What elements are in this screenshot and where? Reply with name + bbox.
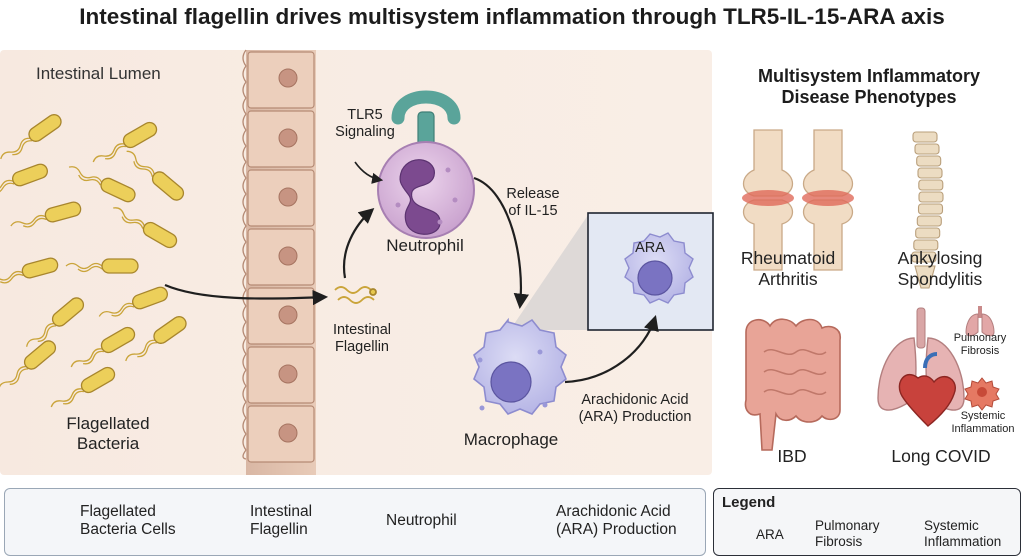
sacrum xyxy=(914,265,936,289)
legend-title: Legend xyxy=(722,494,776,511)
ara-inset-box xyxy=(587,212,714,331)
bacterium xyxy=(10,201,82,228)
ankylosing-spondylitis-spine-icon xyxy=(911,131,944,289)
arrow-flagellin-to-neutrophil xyxy=(342,207,375,279)
arrow-bacteria-to-flagellin xyxy=(164,283,329,306)
tlr5-signaling-label: TLR5 Signaling xyxy=(335,107,395,141)
bacterium xyxy=(126,150,185,201)
neutrophil-cell-icon xyxy=(377,141,475,239)
bacterium xyxy=(0,163,48,194)
flagellated-bacteria-group xyxy=(0,114,187,408)
right-legend xyxy=(713,488,1021,556)
bacterium xyxy=(113,207,178,249)
intestinal-flagellin-icon xyxy=(334,286,377,304)
vertebra xyxy=(918,191,944,203)
bacterium xyxy=(68,166,136,203)
vertebra xyxy=(914,143,940,155)
ara-zoom-cone xyxy=(510,215,588,330)
arrow-macrophage-to-ara xyxy=(564,315,659,384)
vertebra xyxy=(911,251,937,263)
phenotype-rheumatoid-arthritis: Rheumatoid Arthritis xyxy=(740,248,836,289)
macrophage-cell-icon xyxy=(473,317,567,415)
pulmonary-fibrosis-small-icon xyxy=(965,306,995,337)
ara-inset-label: ARA xyxy=(635,240,665,256)
vertebra xyxy=(917,203,944,215)
phenotypes-heading: Multisystem Inflammatory Disease Phenoty… xyxy=(757,66,981,108)
il15-release-label: Release of IL-15 xyxy=(506,186,560,220)
systemic-inflammation-small-icon xyxy=(964,377,1000,411)
arrow-tlr5-to-neutrophil xyxy=(354,161,384,184)
phenotype-ankylosing-spondylitis: Ankylosing Spondylitis xyxy=(897,248,983,289)
bacterium xyxy=(92,121,158,163)
vertebra xyxy=(915,227,941,239)
bacterium xyxy=(98,286,168,317)
bacterium xyxy=(65,258,139,274)
ara-production-label: Arachidonic Acid (ARA) Production xyxy=(578,392,692,426)
legend-ara-label: ARA xyxy=(756,527,784,542)
legend-neutrophil-label: Neutrophil xyxy=(386,512,457,529)
bacterium xyxy=(70,326,136,368)
diagram-title: Intestinal flagellin drives multisystem … xyxy=(79,4,945,29)
vertebra xyxy=(917,167,943,179)
phenotype-long-covid: Long COVID xyxy=(891,446,991,466)
arrow-neutrophil-to-macrophage xyxy=(473,176,529,310)
legend-flagellin-label: Intestinal Flagellin xyxy=(250,503,313,538)
bacterium xyxy=(50,366,116,408)
vertebra xyxy=(913,239,939,251)
vertebra xyxy=(916,215,942,227)
legend-bacteria-label: Flagellated Bacteria Cells xyxy=(80,503,176,538)
pulmonary-fibrosis-sub-label: Pulmonary Fibrosis xyxy=(953,332,1007,357)
vertebra xyxy=(912,131,938,143)
intestinal-lumen-label: Intestinal Lumen xyxy=(36,64,161,83)
legend-pulmonary-label: Pulmonary Fibrosis xyxy=(815,518,880,549)
bottom-legend xyxy=(4,488,706,556)
legend-ara-production-label: Arachidonic Acid (ARA) Production xyxy=(556,503,677,538)
flagellated-bacteria-label: Flagellated Bacteria xyxy=(66,414,150,454)
bacterium xyxy=(25,297,85,347)
bacterium xyxy=(125,316,187,362)
bacterium xyxy=(0,114,62,160)
long-covid-lungs-heart-icon xyxy=(877,307,965,427)
legend-systemic-label: Systemic Inflammation xyxy=(924,518,1002,549)
phenotype-ibd: IBD xyxy=(777,446,807,466)
vertebra xyxy=(918,179,944,191)
neutrophil-label: Neutrophil xyxy=(386,236,464,255)
systemic-inflammation-sub-label: Systemic Inflammation xyxy=(951,410,1015,435)
ibd-intestines-icon xyxy=(744,318,841,451)
bacterium xyxy=(0,340,57,390)
rheumatoid-arthritis-icon xyxy=(742,129,854,271)
intestinal-flagellin-label: Intestinal Flagellin xyxy=(332,322,392,356)
bacterium xyxy=(0,257,59,284)
macrophage-label: Macrophage xyxy=(463,430,559,449)
vertebra xyxy=(916,155,942,167)
intestinal-epithelium xyxy=(242,49,316,475)
